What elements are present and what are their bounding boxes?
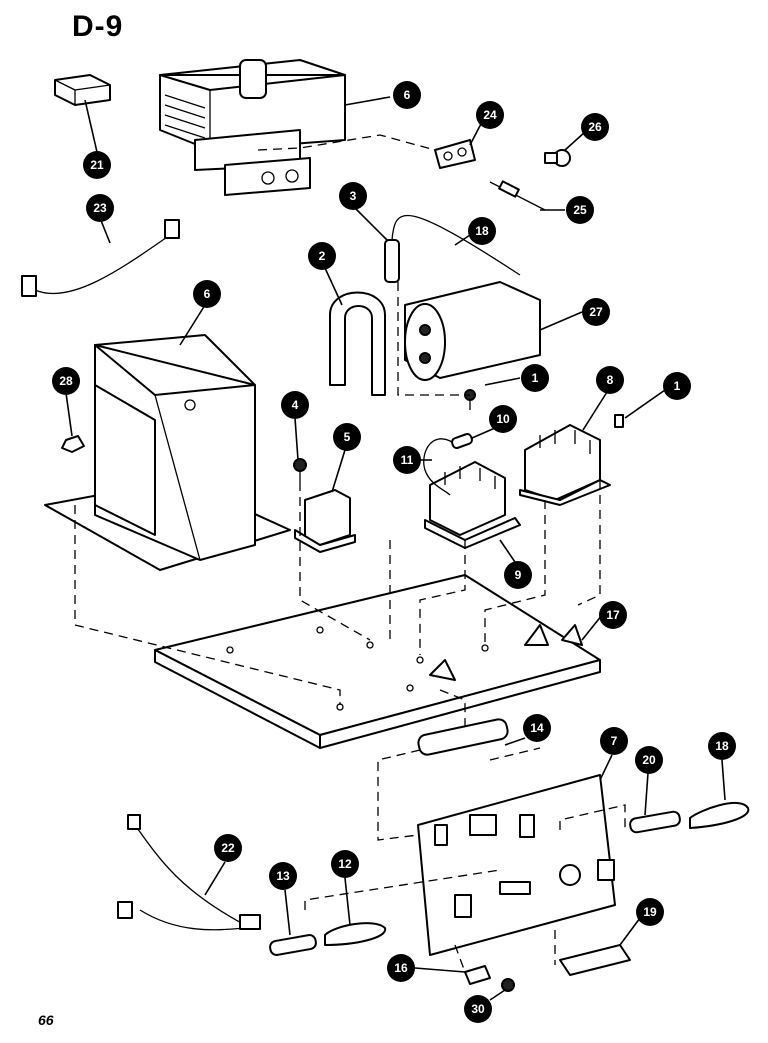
base-plate-part: [154, 574, 601, 749]
callout: 17: [599, 601, 627, 629]
callout-label: 26: [588, 120, 602, 134]
callout-label: 20: [642, 753, 656, 767]
terminal-block-part: [559, 944, 631, 976]
callout-label: 4: [292, 398, 299, 412]
callout-label: 22: [221, 841, 235, 855]
callout: 1: [663, 372, 691, 400]
callout: 16: [387, 954, 415, 982]
bolt-part: [544, 149, 571, 167]
connector-block-part: [54, 74, 111, 106]
callout: 30: [464, 995, 492, 1023]
callout: 21: [83, 151, 111, 179]
wire-harness-part: [117, 814, 261, 931]
screw-part: [614, 414, 624, 428]
callout-label: 23: [93, 201, 107, 215]
capacitor-clamp-part: [329, 291, 386, 396]
callout: 6: [393, 81, 421, 109]
callout: 25: [566, 196, 594, 224]
callout-label: 12: [338, 857, 352, 871]
callout: 5: [333, 423, 361, 451]
diagram-title: D-9: [72, 10, 124, 43]
callout: 18: [468, 217, 496, 245]
callout: 28: [52, 367, 80, 395]
callout: 14: [523, 714, 551, 742]
nut-part: [61, 435, 85, 453]
callout-label: 3: [350, 189, 357, 203]
callout-label: 19: [643, 905, 657, 919]
connector-part: [269, 922, 387, 956]
callout: 18: [708, 732, 736, 760]
callout: 11: [393, 446, 421, 474]
callout-label: 18: [715, 739, 729, 753]
callout: 20: [635, 746, 663, 774]
callout: 26: [581, 113, 609, 141]
leader-lines: [65, 96, 726, 1001]
callout: 27: [582, 298, 610, 326]
callout-label: 9: [515, 568, 522, 582]
callout: 2: [308, 242, 336, 270]
callout-label: 5: [344, 430, 351, 444]
callout-label: 6: [204, 287, 211, 301]
assembly-guide-lines: [74, 134, 626, 973]
callout: 3: [339, 182, 367, 210]
callout-label: 17: [606, 608, 620, 622]
callout-label: 27: [589, 305, 603, 319]
callout-label: 8: [607, 373, 614, 387]
callout-label: 24: [483, 108, 497, 122]
callout: 4: [281, 391, 309, 419]
screw-part: [464, 389, 476, 410]
callout: 7: [600, 727, 628, 755]
callout-label: 7: [611, 734, 618, 748]
callout-label: 28: [59, 374, 73, 388]
fuse-part: [417, 718, 509, 756]
page-number: 66: [38, 1012, 54, 1028]
transformer-part: [44, 334, 291, 571]
callout-label: 30: [471, 1002, 485, 1016]
resistor-part: [423, 433, 473, 496]
relay-part: [424, 461, 521, 549]
callout-label: 25: [573, 203, 587, 217]
callout: 12: [331, 850, 359, 878]
hv-fuse-part: [384, 214, 521, 283]
callout: 13: [269, 862, 297, 890]
callout-label: 11: [401, 453, 414, 467]
bracket-part: [434, 139, 476, 169]
callout-label: 13: [276, 869, 290, 883]
circuit-board-part: [417, 774, 616, 956]
switch-part: [294, 489, 356, 553]
callout-label: 16: [394, 961, 408, 975]
connector-part: [629, 802, 750, 834]
callout-label: 1: [674, 379, 681, 393]
callout-label: 2: [319, 249, 326, 263]
callout-label: 18: [475, 224, 489, 238]
ground-wire-part: [21, 219, 180, 297]
callout: 10: [489, 405, 517, 433]
callout-label: 1: [532, 371, 539, 385]
callout: 1: [521, 364, 549, 392]
callout: 24: [476, 101, 504, 129]
hv-capacitor-part: [404, 281, 541, 381]
callout-label: 6: [404, 88, 411, 102]
callout: 6: [193, 280, 221, 308]
callout: 19: [636, 898, 664, 926]
callout-label: 14: [530, 721, 544, 735]
callout: 22: [214, 834, 242, 862]
callout: 9: [504, 561, 532, 589]
screw-part: [293, 458, 307, 482]
callout-label: 10: [496, 412, 510, 426]
callout: 8: [596, 366, 624, 394]
relay-part: [519, 424, 611, 506]
callout-label: 21: [90, 158, 104, 172]
screw-part: [464, 965, 515, 992]
callout: 23: [86, 194, 114, 222]
magnetron-part: [159, 59, 346, 196]
diode-part: [489, 180, 546, 211]
